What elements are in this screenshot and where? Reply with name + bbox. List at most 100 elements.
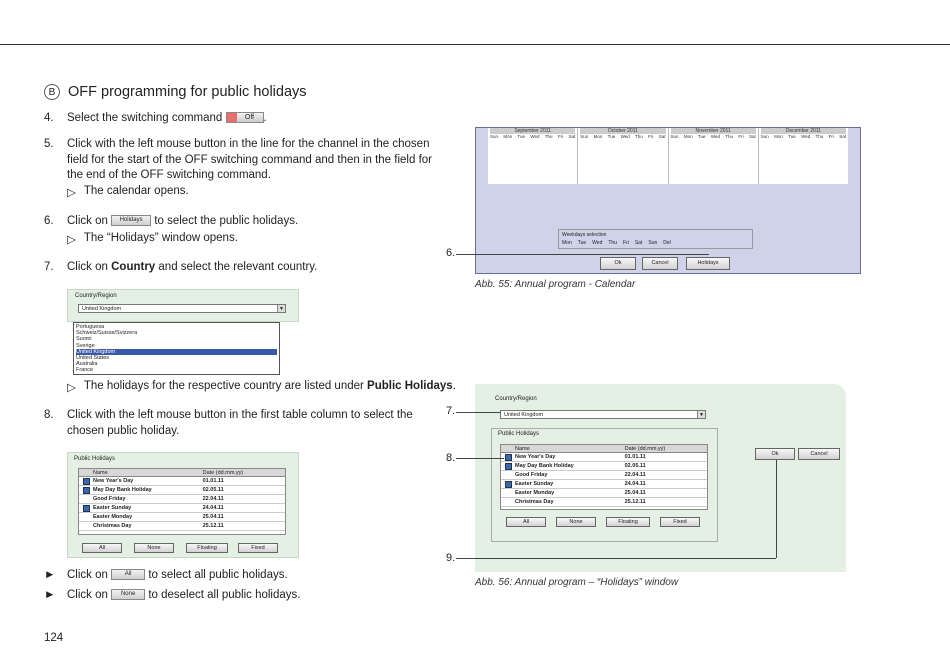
callout-9-line	[456, 558, 776, 559]
month-year: 2011	[810, 128, 821, 134]
day: Wed	[530, 134, 540, 139]
country-screenshot: Country/Region United Kingdom▼	[67, 289, 299, 322]
none-button-image: None	[111, 589, 146, 601]
weekday-checkbox[interactable]: Wed	[592, 240, 603, 246]
step-number: 6.	[44, 215, 54, 227]
day: Sat	[839, 134, 846, 139]
cancel-button[interactable]: Cancel	[642, 257, 678, 270]
day: Fri	[557, 134, 564, 139]
country-selected: United Kingdom	[82, 306, 122, 312]
row-date: 24.04.11	[624, 481, 646, 487]
checkbox-icon[interactable]	[504, 462, 512, 470]
col-name: Name	[515, 446, 530, 452]
ok-button[interactable]: Ok	[600, 257, 636, 270]
figure-caption-56: Abb. 56: Annual program – “Holidays” win…	[475, 577, 679, 588]
list-item: Portuguesa	[76, 324, 105, 330]
country-keyword: Country	[111, 261, 156, 273]
holidays-window-screenshot: Country/Region United Kingdom▼ Public Ho…	[475, 384, 846, 572]
day: Sat	[748, 134, 756, 139]
callout-9: 9.	[446, 552, 456, 564]
country-selected: United Kingdom	[504, 412, 544, 418]
country-combo[interactable]: United Kingdom ▼	[500, 410, 706, 419]
checkbox-icon[interactable]	[504, 480, 512, 488]
step-text: Click on	[67, 215, 108, 227]
weekday-checkbox[interactable]: Tue	[577, 240, 587, 246]
day: Sun	[580, 134, 589, 139]
col-name: Name	[93, 470, 108, 476]
list-item: United States	[76, 355, 110, 362]
month-year: 2011	[540, 128, 551, 134]
floating-button[interactable]: Floating	[606, 517, 650, 527]
weekday-checkbox[interactable]: Sun	[648, 240, 658, 246]
fixed-button[interactable]: Fixed	[660, 517, 700, 527]
col-date: Date (dd.mm.yy)	[202, 470, 244, 476]
fixed-button[interactable]: Fixed	[238, 543, 278, 553]
day: Wed	[710, 134, 720, 139]
weekday-checkbox[interactable]: Del	[663, 240, 671, 246]
row-name: Easter Sunday	[515, 481, 554, 487]
cancel-button[interactable]: Cancel	[798, 448, 840, 460]
all-button-image: All	[111, 569, 146, 581]
day: Mon	[593, 134, 603, 139]
weekday-checkbox[interactable]: Mon	[562, 240, 572, 246]
callout-7: 7.	[446, 405, 456, 417]
step-5-result: ▷ The calendar opens.	[67, 185, 189, 199]
chevron-down-icon: ▼	[697, 411, 705, 418]
holidays-button[interactable]: Holidays	[686, 257, 730, 270]
all-button[interactable]: All	[82, 543, 122, 553]
weekday-checkbox[interactable]: Thu	[608, 240, 617, 246]
bullet-none: ► Click on None to deselect all public h…	[44, 589, 300, 601]
month-name: December	[785, 128, 809, 134]
checkbox-icon	[82, 477, 90, 485]
row-name: Christmas Day	[93, 523, 132, 529]
row-date: 22.04.11	[202, 496, 224, 502]
result-text: The holidays for the respective country …	[83, 380, 364, 392]
day: Sat	[658, 134, 666, 139]
list-item-selected: United Kingdom	[76, 348, 277, 356]
callout-8-line	[456, 458, 504, 459]
result-arrow-icon: ▷	[67, 382, 76, 394]
list-item: France	[76, 367, 94, 374]
none-button[interactable]: None	[556, 517, 596, 527]
all-button[interactable]: All	[506, 517, 546, 527]
list-item: Sverige	[76, 342, 95, 349]
bullet-arrow-icon: ►	[44, 589, 56, 601]
step-number: 8.	[44, 409, 54, 421]
day: Mon	[503, 134, 513, 139]
ok-button[interactable]: Ok	[755, 448, 795, 460]
table-row[interactable]: Easter Sunday 24.04.11	[501, 480, 707, 489]
checkbox-icon[interactable]	[504, 453, 512, 461]
bullet-text-end: to deselect all public holidays.	[148, 589, 301, 601]
weekday-checkbox[interactable]: Sat	[634, 240, 643, 246]
none-button[interactable]: None	[134, 543, 174, 553]
row-date: 25.12.11	[624, 499, 646, 505]
weekdays-selection: Weekdays selection Mon Tue Wed Thu Fri S…	[558, 229, 753, 249]
callout-7-line	[456, 412, 501, 413]
callout-6: 6.	[446, 247, 456, 259]
result-arrow-icon: ▷	[67, 234, 76, 246]
weekday-checkbox[interactable]: Fri	[623, 240, 629, 246]
country-label: Country/Region	[75, 293, 117, 299]
row-date: 25.12.11	[202, 523, 224, 529]
row-name: Good Friday	[515, 472, 548, 478]
row-date: 24.04.11	[202, 505, 224, 511]
day: Thu	[635, 134, 643, 139]
row-date: 01.01.11	[202, 478, 224, 484]
day: Sun	[490, 134, 499, 139]
result-arrow-icon: ▷	[67, 187, 76, 199]
row-name: Easter Sunday	[93, 505, 132, 511]
step-7-result: ▷ The holidays for the respective countr…	[67, 380, 456, 394]
public-holidays-keyword: Public Holidays	[367, 380, 453, 392]
table-row: Christmas Day 25.12.11	[79, 522, 285, 531]
floating-button[interactable]: Floating	[186, 543, 228, 553]
